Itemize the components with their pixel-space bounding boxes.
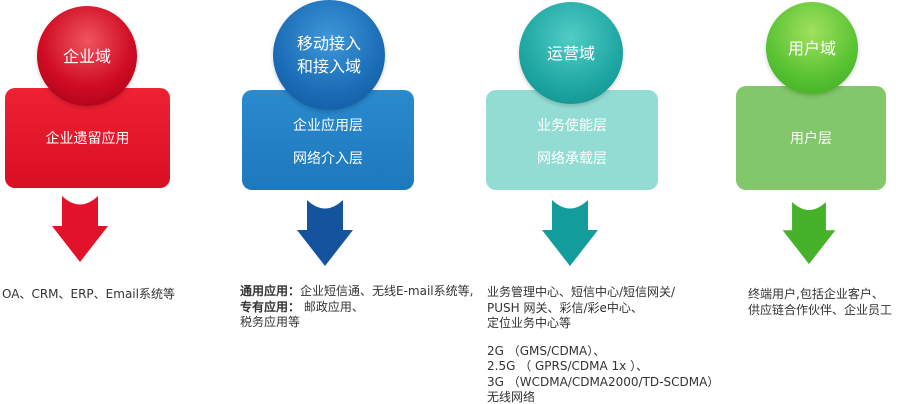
desc-paragraph: 业务管理中心、短信中心/短信网关/ PUSH 网关、彩信/彩e中心、 定位业务中… <box>487 285 719 332</box>
enterprise-domain-circle: 企业域 <box>37 6 137 106</box>
desc-line: 业务管理中心、短信中心/短信网关/ <box>487 285 676 299</box>
down-arrow-icon <box>52 196 108 262</box>
enterprise-description: OA、CRM、ERP、Email系统等 <box>2 287 175 303</box>
desc-line: 定位业务中心等 <box>487 316 572 330</box>
user-description: 终端用户,包括企业客户、 供应链合作伙伴、企业员工 <box>748 287 892 318</box>
operation-domain-circle: 运营域 <box>519 2 623 104</box>
desc-line: OA、CRM、ERP、Email系统等 <box>2 287 175 301</box>
box-label: 网络介入层 <box>293 151 363 167</box>
desc-line: PUSH 网关、彩信/彩e中心、 <box>487 300 643 315</box>
circle-label: 企业域 <box>62 46 111 66</box>
desc-label: 专有应用： <box>240 299 301 314</box>
user-layer-box: 用户层 <box>736 86 886 190</box>
circle-label: 用户域 <box>787 38 836 58</box>
box-label: 企业遗留应用 <box>45 131 130 147</box>
desc-line: 2G （GMS/CDMA）、 <box>487 343 606 358</box>
down-arrow-icon <box>782 202 836 265</box>
desc-line: 通用应用：企业短信通、无线E-mail系统等, <box>240 284 473 300</box>
desc-label: 通用应用： <box>240 284 301 298</box>
circle-label: 和接入域 <box>296 57 361 76</box>
down-arrow-icon <box>542 200 598 266</box>
user-domain-circle: 用户域 <box>766 2 858 94</box>
desc-text: 邮政应用、 <box>300 299 364 314</box>
desc-line: 税务应用等 <box>240 315 301 329</box>
desc-line: 3G （WCDMA/CDMA2000/TD-SCDMA） <box>487 374 720 389</box>
desc-line: 2.5G （ GPRS/CDMA 1x ）、 <box>487 359 649 373</box>
down-arrow-icon <box>297 200 353 266</box>
desc-line: 终端用户,包括企业客户、 <box>748 287 884 301</box>
box-label: 网络承载层 <box>537 151 607 167</box>
desc-text: 企业短信通、无线E-mail系统等, <box>300 284 474 298</box>
mobile-access-domain-circle: 移动接入 和接入域 <box>273 0 385 110</box>
desc-paragraph: 2G （GMS/CDMA）、 2.5G （ GPRS/CDMA 1x ）、 3G… <box>487 344 719 404</box>
mobile-access-description: 通用应用：企业短信通、无线E-mail系统等, 专有应用： 邮政应用、 税务应用… <box>240 284 473 331</box>
desc-line: 专有应用： 邮政应用、 <box>240 300 473 316</box>
box-label: 用户层 <box>790 131 832 147</box>
box-label: 企业应用层 <box>293 118 363 134</box>
circle-label: 运营域 <box>546 43 595 63</box>
operation-layers-box: 业务使能层 网络承载层 <box>486 90 658 190</box>
operation-description: 业务管理中心、短信中心/短信网关/ PUSH 网关、彩信/彩e中心、 定位业务中… <box>487 285 719 404</box>
desc-line: 供应链合作伙伴、企业员工 <box>748 302 893 317</box>
desc-line: 无线网络 <box>487 390 536 404</box>
circle-label: 移动接入 <box>296 34 361 53</box>
box-label: 业务使能层 <box>537 118 607 134</box>
